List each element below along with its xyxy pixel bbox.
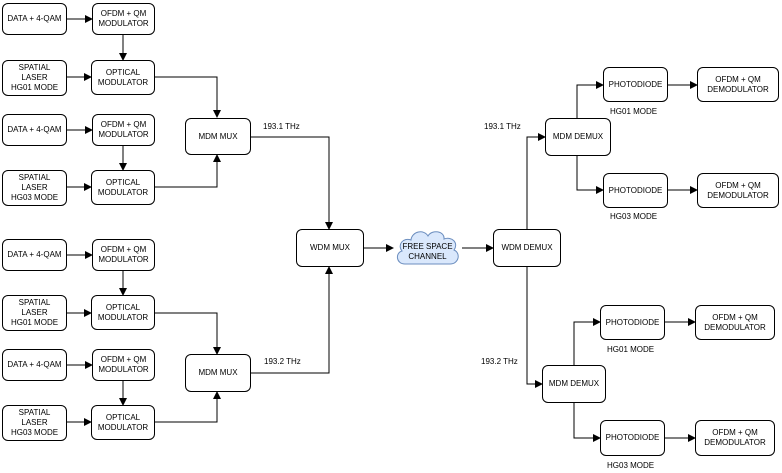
ofdm-demodulator-block: OFDM + QM DEMODULATOR bbox=[697, 67, 779, 102]
arrow-wdm-demux-to-mdm-demux-2 bbox=[526, 267, 543, 388]
ofdm-modulator-block: OFDM + QM MODULATOR bbox=[92, 239, 155, 271]
ofdm-modulator-block: OFDM + QM MODULATOR bbox=[92, 349, 155, 381]
arrow-wdm-demux-to-mdm-demux-1 bbox=[526, 133, 546, 229]
ofdm-demodulator-block: OFDM + QM DEMODULATOR bbox=[695, 420, 775, 456]
mdm-demux-block: MDM DEMUX bbox=[545, 118, 611, 156]
arrow-optical-to-mdm-mux bbox=[155, 76, 221, 118]
ofdm-modulator-block: OFDM + QM MODULATOR bbox=[92, 114, 155, 146]
spatial-laser-hg03-block: SPATIAL LASER HG03 MODE bbox=[2, 405, 67, 441]
data-qam-block: DATA + 4-QAM bbox=[2, 3, 67, 35]
arrow-mdm-mux-to-wdm-mux bbox=[251, 266, 333, 374]
spatial-laser-hg03-block: SPATIAL LASER HG03 MODE bbox=[2, 170, 67, 206]
optical-modulator-block: OPTICAL MODULATOR bbox=[91, 405, 155, 440]
spatial-laser-hg01-block: SPATIAL LASER HG01 MODE bbox=[2, 295, 67, 331]
free-space-channel: FREE SPACE CHANNEL bbox=[393, 226, 462, 270]
cloud-shape bbox=[397, 231, 459, 265]
wdm-demux-block: WDM DEMUX bbox=[493, 229, 561, 267]
frequency-label: 193.1 THz bbox=[263, 122, 300, 131]
optical-modulator-block: OPTICAL MODULATOR bbox=[91, 295, 155, 330]
photodiode-block: PHOTODIODE bbox=[603, 67, 668, 102]
frequency-label: 193.1 THz bbox=[484, 122, 521, 131]
optical-modulator-block: OPTICAL MODULATOR bbox=[91, 170, 155, 205]
mode-label: HG01 MODE bbox=[607, 345, 655, 354]
frequency-label: 193.2 THz bbox=[481, 357, 518, 366]
mode-label: HG01 MODE bbox=[610, 107, 658, 116]
photodiode-block: PHOTODIODE bbox=[603, 173, 668, 208]
mdm-mux-block: MDM MUX bbox=[185, 118, 251, 155]
data-qam-block: DATA + 4-QAM bbox=[2, 114, 67, 146]
mdm-mux-block: MDM MUX bbox=[185, 354, 251, 392]
arrow-mdm-mux-to-wdm-mux bbox=[251, 136, 333, 230]
arrow-mdm-demux-to-photodiode bbox=[576, 81, 604, 118]
data-qam-block: DATA + 4-QAM bbox=[2, 349, 67, 381]
mode-label: HG03 MODE bbox=[607, 461, 655, 470]
arrow-optical-to-mdm-mux bbox=[155, 391, 221, 423]
channel-label: FREE SPACE CHANNEL bbox=[402, 242, 453, 261]
ofdm-demodulator-block: OFDM + QM DEMODULATOR bbox=[695, 305, 775, 340]
data-qam-block: DATA + 4-QAM bbox=[2, 239, 67, 271]
arrow-optical-to-mdm-mux bbox=[155, 154, 221, 188]
spatial-laser-hg01-block: SPATIAL LASER HG01 MODE bbox=[2, 60, 67, 96]
arrow-optical-to-mdm-mux bbox=[155, 312, 221, 355]
mode-label: HG03 MODE bbox=[610, 212, 658, 221]
optical-modulator-block: OPTICAL MODULATOR bbox=[91, 60, 155, 95]
wdm-mux-block: WDM MUX bbox=[296, 229, 364, 267]
arrow-mdm-demux-to-photodiode bbox=[573, 318, 601, 365]
frequency-label: 193.2 THz bbox=[264, 357, 301, 366]
photodiode-block: PHOTODIODE bbox=[600, 420, 665, 456]
mdm-demux-block: MDM DEMUX bbox=[542, 365, 606, 403]
photodiode-block: PHOTODIODE bbox=[600, 305, 665, 340]
ofdm-demodulator-block: OFDM + QM DEMODULATOR bbox=[697, 173, 779, 208]
cloud-icon bbox=[397, 231, 459, 265]
arrow-mdm-demux-to-photodiode bbox=[576, 156, 604, 194]
ofdm-modulator-block: OFDM + QM MODULATOR bbox=[92, 3, 155, 35]
arrow-mdm-demux-to-photodiode bbox=[573, 403, 601, 442]
